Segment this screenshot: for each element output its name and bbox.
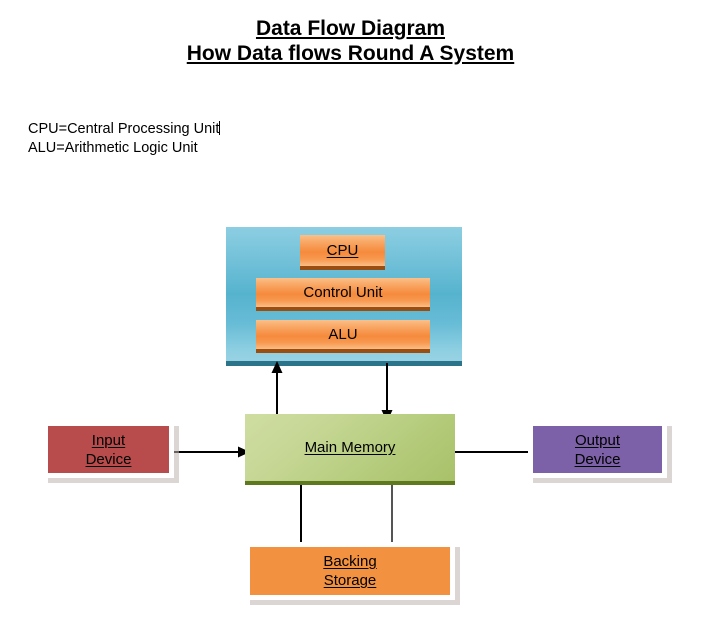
title-line-1: Data Flow Diagram [0, 16, 701, 41]
output-device-label-line1: Output [574, 431, 620, 449]
legend-line-cpu: CPU=Central Processing Unit [28, 120, 221, 139]
output-device-label-line2: Device [574, 450, 621, 468]
backing-storage-label-line1: Backing [323, 553, 377, 570]
backing-storage-label-line2: Storage [323, 572, 377, 589]
title-line-2: How Data flows Round A System [0, 41, 701, 66]
cpu-box[interactable]: CPU [300, 235, 385, 270]
node-main-memory[interactable]: Main Memory [245, 414, 455, 485]
cpu-container[interactable]: CPU Control Unit ALU [226, 227, 462, 366]
node-output-device[interactable]: Output Device [528, 421, 667, 478]
connector-memory-to-backing-left [299, 485, 303, 543]
legend-cpu-text: CPU=Central Processing Unit [28, 121, 220, 137]
title-line-2-text: How Data flows Round A System [186, 42, 515, 65]
connector-memory-to-cpu [265, 360, 289, 422]
input-device-labels: Input Device [86, 431, 132, 469]
alu-box[interactable]: ALU [256, 320, 430, 353]
main-memory-label: Main Memory [304, 439, 396, 456]
input-device-label-line2: Device [85, 450, 132, 468]
legend-line-alu: ALU=Arithmetic Logic Unit [28, 139, 220, 158]
control-unit-box[interactable]: Control Unit [256, 278, 430, 311]
node-backing-storage[interactable]: Backing Storage [245, 542, 455, 600]
input-device-label-line1: Input [91, 431, 126, 449]
page-title: Data Flow Diagram How Data flows Round A… [0, 16, 701, 66]
abbreviation-legend: CPU=Central Processing Unit ALU=Arithmet… [28, 120, 221, 158]
text-caret [219, 121, 221, 135]
alu-label: ALU [328, 326, 358, 343]
output-device-labels: Output Device [575, 431, 621, 469]
control-unit-label: Control Unit [303, 284, 383, 301]
connector-memory-to-backing-right [390, 485, 394, 543]
title-line-1-text: Data Flow Diagram [255, 17, 446, 40]
legend-alu-text: ALU=Arithmetic Logic Unit [28, 140, 198, 156]
backing-storage-labels: Backing Storage [323, 552, 376, 590]
node-input-device[interactable]: Input Device [43, 421, 174, 478]
cpu-box-label: CPU [326, 242, 359, 259]
